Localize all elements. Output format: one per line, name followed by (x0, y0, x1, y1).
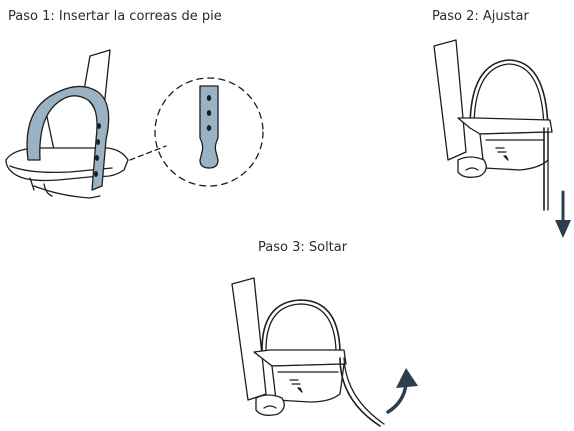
step-1-label: Paso 1: Insertar la correas de pie (8, 9, 222, 24)
release-arrow (386, 368, 418, 414)
step-1-pedal-illustration (5, 49, 264, 199)
strap-detail-callout (154, 77, 264, 187)
step-2-pedal-illustration (433, 39, 553, 211)
step-3-label: Paso 3: Soltar (258, 240, 348, 255)
step-2-label: Paso 2: Ajustar (432, 9, 529, 24)
step-3-pedal-illustration (231, 277, 385, 427)
foot-strap (26, 85, 110, 191)
pull-down-arrow (555, 190, 571, 238)
